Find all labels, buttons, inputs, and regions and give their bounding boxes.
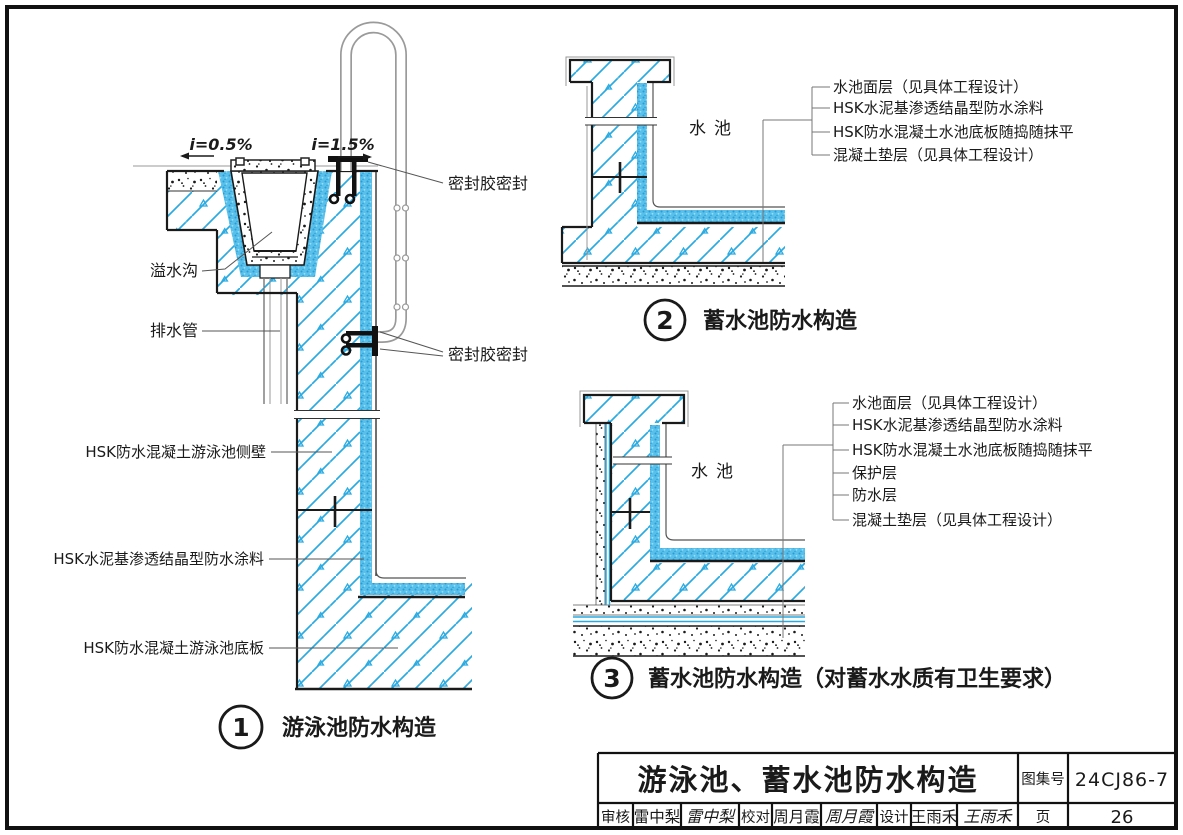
- detail-2-storage-tank-section: 水池 水池面层（见具体工程设计） HSK水泥基渗透结晶型防水涂料 HSK防水混凝…: [560, 56, 1074, 342]
- page-label: 页: [1036, 810, 1051, 826]
- detail3-pool-label: 水池: [691, 462, 741, 482]
- sealant-anchor-top: [328, 156, 368, 205]
- slope-left-arrow: [180, 152, 189, 160]
- detail3-layer-3: 保护层: [852, 464, 897, 482]
- detail3-layer-0: 水池面层（见具体工程设计）: [852, 394, 1047, 412]
- sheet-title: 游泳池、蓄水池防水构造: [637, 763, 978, 797]
- checker-signature: 周月霞: [825, 807, 875, 826]
- label-bottom-slab: HSK防水混凝土游泳池底板: [83, 639, 264, 657]
- tank-floor-coating: [637, 210, 785, 222]
- detail3-layer-1: HSK水泥基渗透结晶型防水涂料: [852, 416, 1063, 434]
- checker-name: 周月霞: [773, 808, 820, 826]
- detail2-layer-3: 混凝土垫层（见具体工程设计）: [833, 146, 1043, 164]
- coping-offset-3: [579, 390, 689, 427]
- detail2-caption: 2 蓄水池防水构造: [643, 298, 857, 342]
- pool-ladder-handrail: [340, 21, 410, 343]
- tank3-wall-coating: [650, 425, 660, 560]
- reviewer-label: 审核: [601, 809, 630, 826]
- designer-name: 王雨禾: [911, 808, 958, 826]
- detail3-layer-5: 混凝土垫层（见具体工程设计）: [852, 511, 1062, 529]
- wall-break-symbol: [294, 410, 380, 419]
- detail2-caption-text: 蓄水池防水构造: [703, 308, 857, 334]
- tank-wall-coating: [637, 83, 647, 222]
- designer-label: 设计: [880, 809, 909, 826]
- floor-waterproof-coating: [360, 583, 465, 595]
- detail2-number: 2: [656, 306, 673, 335]
- detail2-layer-1: HSK水泥基渗透结晶型防水涂料: [833, 99, 1044, 117]
- label-sealant-bottom: 密封胶密封: [448, 345, 528, 364]
- label-coating: HSK水泥基渗透结晶型防水涂料: [53, 550, 264, 568]
- detail3-leader-lines: [782, 402, 849, 638]
- label-overflow-gutter: 溢水沟: [150, 261, 198, 280]
- waterproof-membrane: [573, 423, 805, 623]
- sealant-anchor-bottom: [340, 326, 378, 356]
- label-drain-pipe: 排水管: [150, 321, 198, 340]
- designer-signature: 王雨禾: [963, 807, 1013, 826]
- detail1-number: 1: [232, 713, 249, 742]
- detail3-number-circle: [590, 656, 634, 700]
- label-sealant-top: 密封胶密封: [448, 174, 528, 193]
- detail1-caption: 1 游泳池防水构造: [218, 704, 436, 750]
- slope-right-arrow: [363, 153, 372, 161]
- atlas-number: 24CJ86-7: [1075, 769, 1169, 791]
- detail-3-storage-tank-sanitary-section: 水池 水池面层（见具体工程设计） HSK水泥基渗透结晶型防水涂料 HSK防水混凝…: [573, 390, 1093, 700]
- detail1-caption-text: 游泳池防水构造: [282, 715, 436, 741]
- slope-annotations: i=0.5% i=1.5%: [180, 135, 375, 161]
- deck-finish-band: [167, 172, 217, 191]
- drain-pipe-lines: [263, 278, 288, 404]
- reviewer-name: 雷中梨: [634, 808, 681, 826]
- detail2-leader-lines: [762, 86, 830, 262]
- detail1-number-circle: [218, 704, 264, 750]
- slope-left-text: i=0.5%: [189, 135, 252, 154]
- drain-outlet-flange: [259, 264, 291, 279]
- concrete-cushion-3: [573, 626, 805, 656]
- detail-1-swimming-pool-section: i=0.5% i=1.5% 密封胶密封 密封胶密封 溢水沟 排水管 HSK防水混…: [53, 21, 528, 750]
- ladder-rung-mounts: [393, 204, 410, 311]
- tank3-floor-coating: [650, 548, 805, 560]
- tank3-wall-break: [613, 457, 672, 464]
- detail3-layer-2: HSK防水混凝土水池底板随捣随抹平: [852, 441, 1093, 459]
- protection-layer-horizontal: [573, 605, 805, 615]
- detail2-layer-0: 水池面层（见具体工程设计）: [833, 78, 1028, 96]
- detail2-number-circle: [643, 298, 687, 342]
- formwork-offset-lines: [565, 56, 675, 260]
- concrete-cushion: [562, 266, 785, 286]
- checker-label: 校对: [741, 809, 770, 826]
- wall-waterproof-coating: [360, 172, 372, 583]
- atlas-label: 图集号: [1021, 771, 1065, 788]
- tank-outline: [560, 58, 785, 265]
- detail3-layer-4: 防水层: [852, 486, 897, 504]
- label-side-wall: HSK防水混凝土游泳池侧壁: [85, 443, 266, 461]
- protection-layer-vertical: [596, 423, 605, 605]
- detail1-leader-lines: [201, 161, 444, 649]
- gutter-rim-grating: [230, 159, 316, 172]
- construction-joint: [297, 496, 372, 527]
- detail3-caption-text: 蓄水池防水构造（对蓄水水质有卫生要求）: [648, 666, 1066, 692]
- page-number: 26: [1111, 807, 1134, 828]
- detail2-layer-2: HSK防水混凝土水池底板随捣随抹平: [833, 123, 1074, 141]
- page-border: [5, 5, 1178, 830]
- title-block: 游泳池、蓄水池防水构造 图集号 24CJ86-7 审核 雷中梨 雷中梨 校对 周…: [596, 751, 1176, 828]
- detail3-number: 3: [603, 664, 620, 693]
- title-block-grid: [596, 751, 1176, 828]
- reviewer-signature: 雷中梨: [686, 807, 736, 826]
- tank-wall-break: [585, 117, 657, 125]
- detail3-caption: 3 蓄水池防水构造（对蓄水水质有卫生要求）: [590, 656, 1066, 700]
- detail2-pool-label: 水池: [689, 119, 739, 139]
- slope-right-text: i=1.5%: [311, 135, 374, 154]
